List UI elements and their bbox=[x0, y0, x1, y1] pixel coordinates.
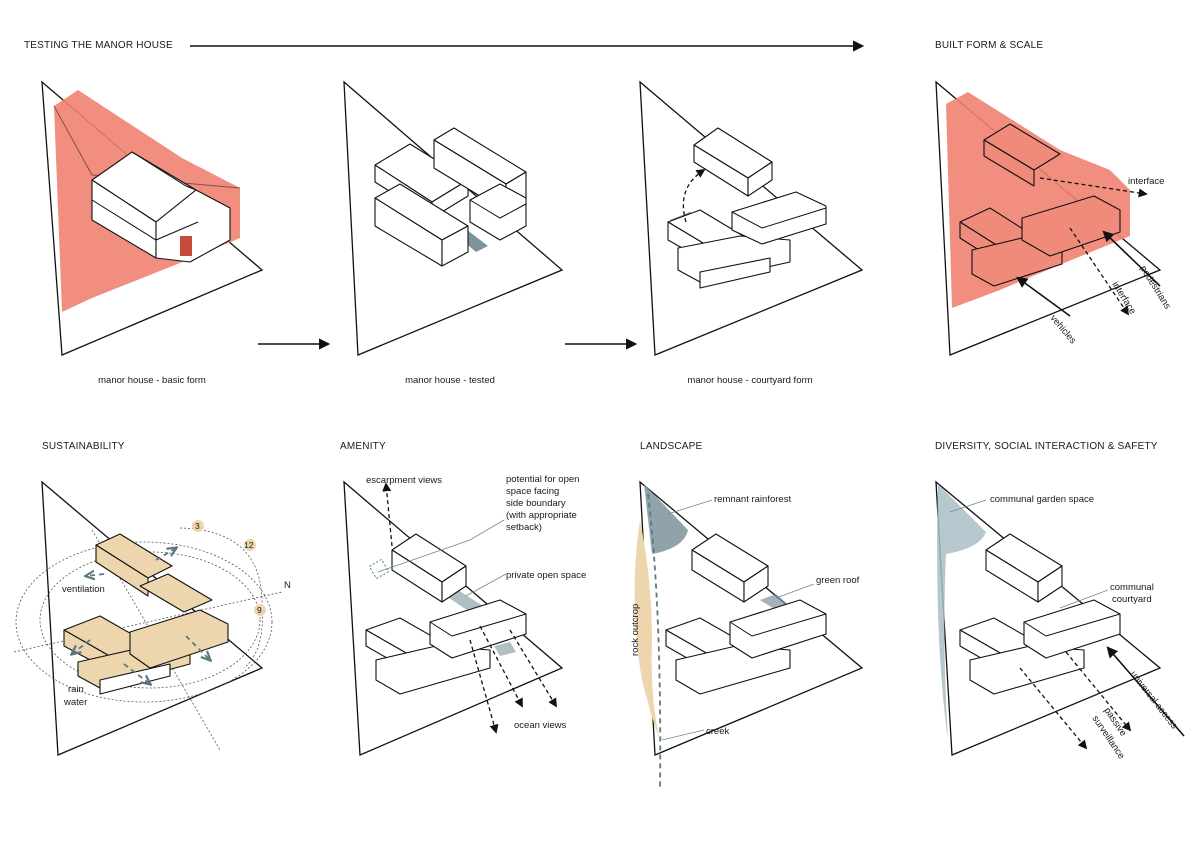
panel-amenity: escarpment views potential for open spac… bbox=[343, 474, 586, 756]
label-vehicles: vehicles bbox=[1048, 313, 1079, 347]
panel-built-form: interface pedestrians interface vehicles bbox=[935, 80, 1173, 356]
label-open-space-3: side boundary bbox=[506, 498, 566, 509]
label-rainforest: remnant rainforest bbox=[714, 494, 791, 505]
label-creek: creek bbox=[706, 726, 729, 737]
caption-basic-form: manor house - basic form bbox=[98, 375, 206, 386]
label-garden: communal garden space bbox=[990, 494, 1094, 505]
rainforest-zone bbox=[644, 484, 688, 554]
heading-testing: TESTING THE MANOR HOUSE bbox=[24, 40, 173, 51]
label-interface-top: interface bbox=[1128, 176, 1164, 187]
heading-landscape: LANDSCAPE bbox=[640, 441, 703, 452]
label-north: N bbox=[284, 580, 291, 591]
label-open-space-4: (with appropriate bbox=[506, 510, 577, 521]
label-universal: universal access bbox=[1128, 669, 1180, 731]
label-open-space-5: setback) bbox=[506, 522, 542, 533]
panel-basic-form bbox=[41, 80, 264, 356]
label-rock: rock outcrop bbox=[630, 604, 641, 656]
garden-zone bbox=[937, 484, 986, 740]
heading-built-form: BUILT FORM & SCALE bbox=[935, 40, 1044, 51]
heading-sustainability: SUSTAINABILITY bbox=[42, 441, 125, 452]
label-escarpment: escarpment views bbox=[366, 475, 442, 486]
panel-sustainability: 3 12 9 ventilation rain water N bbox=[13, 480, 291, 756]
label-courtyard-1: communal bbox=[1110, 582, 1154, 593]
caption-courtyard: manor house - courtyard form bbox=[687, 375, 813, 386]
label-ocean: ocean views bbox=[514, 720, 567, 731]
rock-outcrop bbox=[634, 520, 660, 740]
clock-9: 9 bbox=[257, 605, 262, 615]
clock-3: 3 bbox=[195, 521, 200, 531]
heading-diversity: DIVERSITY, SOCIAL INTERACTION & SAFETY bbox=[935, 441, 1158, 452]
label-rain: rain bbox=[68, 684, 84, 695]
panel-courtyard bbox=[639, 80, 864, 356]
heading-amenity: AMENITY bbox=[340, 441, 386, 452]
label-private: private open space bbox=[506, 570, 586, 581]
label-courtyard-2: courtyard bbox=[1112, 594, 1152, 605]
panel-tested bbox=[343, 80, 564, 356]
label-open-space-1: potential for open bbox=[506, 474, 579, 485]
panel-landscape: remnant rainforest green roof rock outcr… bbox=[630, 480, 864, 791]
label-green-roof: green roof bbox=[816, 575, 860, 586]
label-ventilation: ventilation bbox=[62, 584, 105, 595]
label-open-space-2: space facing bbox=[506, 486, 559, 497]
clock-12: 12 bbox=[244, 540, 254, 550]
caption-tested: manor house - tested bbox=[405, 375, 495, 386]
panel-diversity: communal garden space communal courtyard… bbox=[935, 480, 1185, 761]
label-water: water bbox=[63, 697, 87, 708]
